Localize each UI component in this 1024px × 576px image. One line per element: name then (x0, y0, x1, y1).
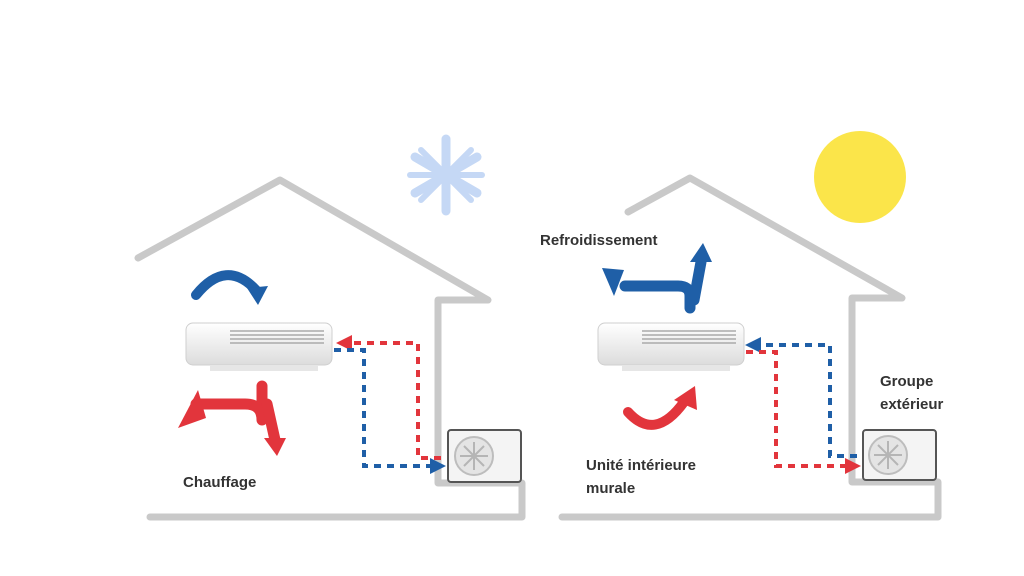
left-hot-line (336, 335, 441, 460)
right-indoor-unit (597, 322, 745, 371)
label-chauffage: Chauffage (183, 474, 256, 491)
right-refrigerant-lines (745, 337, 861, 474)
right-house (558, 174, 942, 521)
right-house-outline (558, 174, 942, 521)
left-house-outline (134, 176, 526, 521)
left-red-airflow-arrow (178, 380, 286, 456)
right-red-airflow-arrow (623, 386, 697, 430)
label-indoor-unit-line1: Unité intérieure (586, 457, 696, 474)
snowflake-icon (407, 134, 485, 216)
sun-icon (814, 131, 906, 223)
label-outdoor-unit-line2: extérieur (880, 396, 944, 413)
label-outdoor-unit-line1: Groupe (880, 373, 933, 390)
right-blue-airflow-arrow (602, 243, 712, 314)
left-cold-line (334, 348, 446, 474)
right-cold-line (745, 337, 857, 458)
label-indoor-unit-line2: murale (586, 480, 635, 497)
left-indoor-unit (185, 322, 333, 371)
right-hot-line (746, 350, 861, 474)
left-outdoor-unit (447, 429, 522, 483)
right-outdoor-unit (862, 429, 937, 481)
label-refroidissement: Refroidissement (540, 232, 658, 249)
left-refrigerant-lines (334, 335, 446, 474)
left-house (134, 176, 526, 521)
left-blue-airflow-arrow (191, 270, 268, 305)
